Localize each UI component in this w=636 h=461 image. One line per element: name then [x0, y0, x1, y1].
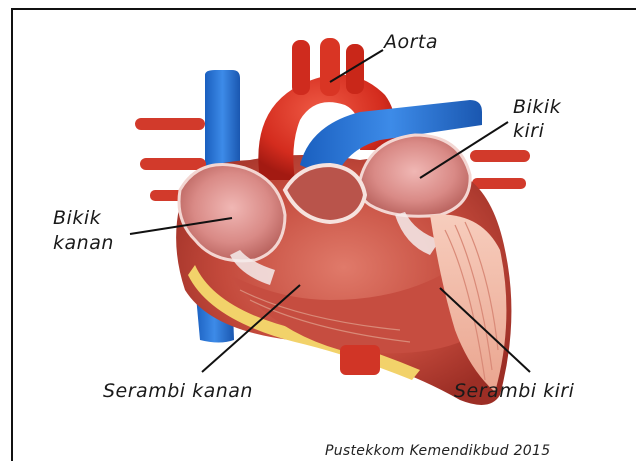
label-bikik-kiri-line2: kiri: [513, 121, 544, 141]
right-branch-vessels: [470, 150, 530, 189]
label-bikik-kanan-line2: kanan: [53, 233, 114, 253]
inferior-vena-cava-shape: [340, 345, 380, 375]
label-bikik-kiri-line1: Bikik: [513, 97, 561, 117]
label-serambi-kiri: Serambi kiri: [454, 381, 574, 401]
credit-text: Pustekkom Kemendikbud 2015: [325, 441, 550, 461]
label-bikik-kanan-line1: Bikik: [53, 208, 101, 228]
label-aorta: Aorta: [384, 32, 438, 52]
label-serambi-kanan: Serambi kanan: [103, 381, 253, 401]
